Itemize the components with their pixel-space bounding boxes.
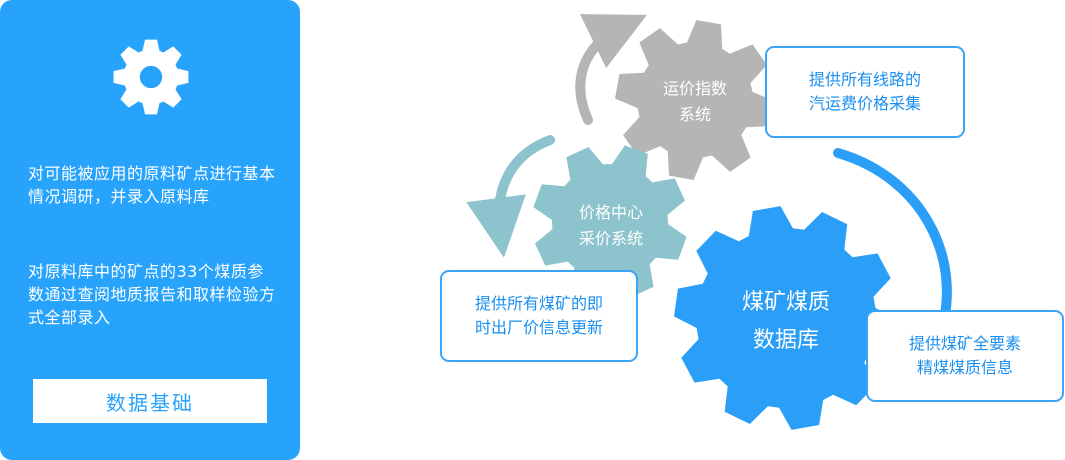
panel-paragraph-entry: 对原料库中的矿点的33个煤质参数通过查阅地质报告和取样检验方式全部录入: [28, 262, 276, 327]
coal-quality-gear: [674, 206, 898, 430]
freight-index-gear-label: 运价指数 系统: [662, 79, 727, 124]
freight-index-gear: [615, 20, 775, 180]
data-foundation-panel: 对可能被应用的原料矿点进行基本情况调研，并录入原料库 对原料库中的矿点的33个煤…: [0, 0, 300, 460]
freight-info-box: 提供所有线路的 汽运费价格采集: [765, 46, 965, 138]
price-cycle-arrow: [466, 135, 555, 258]
coal-quality-gear-label: 煤矿煤质 数据库: [741, 290, 830, 353]
gear-icon: [113, 39, 189, 115]
price-info-box: 提供所有煤矿的即 时出厂价信息更新: [440, 270, 638, 362]
panel-paragraph-survey: 对可能被应用的原料矿点进行基本情况调研，并录入原料库: [28, 164, 276, 206]
freight-cycle-arrow: [575, 14, 647, 125]
coal-info-box: 提供煤矿全要素 精煤煤质信息: [866, 310, 1064, 402]
price-center-gear-label: 价格中心 采价系统: [578, 203, 643, 248]
price-center-gear: [533, 145, 687, 299]
data-foundation-button[interactable]: 数据基础: [33, 379, 267, 423]
